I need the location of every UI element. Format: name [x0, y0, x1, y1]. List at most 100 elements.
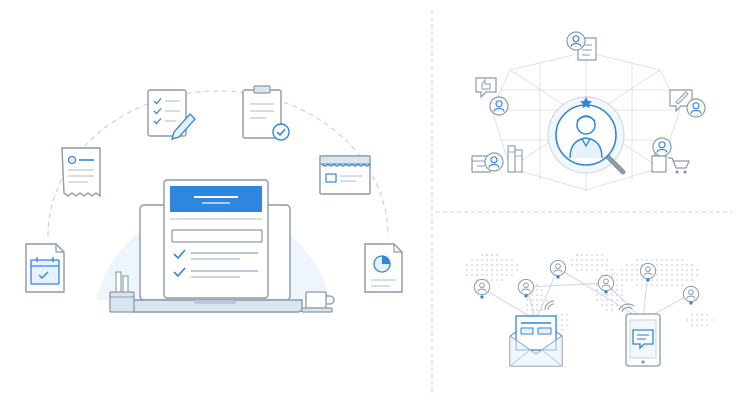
- map-dot: [490, 273, 494, 277]
- map-dot: [675, 258, 679, 262]
- map-dot: [680, 278, 684, 282]
- pie-chart-document-icon: [364, 243, 403, 293]
- map-dot: [615, 283, 619, 287]
- map-dot: [615, 278, 619, 282]
- map-dot: [620, 268, 624, 272]
- map-dot: [480, 258, 484, 262]
- map-dot: [475, 258, 479, 262]
- map-dot: [700, 318, 704, 322]
- map-dot: [675, 268, 679, 272]
- map-dot: [670, 263, 674, 267]
- map-dot: [535, 303, 539, 307]
- user-avatar-icon: [686, 98, 706, 118]
- map-dot: [625, 263, 629, 267]
- thumbs-up-icon: [475, 77, 509, 116]
- map-dot: [655, 278, 659, 282]
- map-dot: [535, 288, 539, 292]
- map-dot: [590, 258, 594, 262]
- map-dot: [605, 298, 609, 302]
- map-dot: [480, 273, 484, 277]
- map-dot: [660, 258, 664, 262]
- map-dot: [630, 268, 634, 272]
- map-dot: [695, 273, 699, 277]
- map-dot: [505, 263, 509, 267]
- map-dot: [705, 313, 709, 317]
- map-dot: [605, 263, 609, 267]
- map-dot: [605, 293, 609, 297]
- map-dot: [675, 283, 679, 287]
- map-dot: [540, 298, 544, 302]
- map-dot: [695, 318, 699, 322]
- map-dot: [480, 253, 484, 257]
- map-dot: [495, 253, 499, 257]
- map-dot: [610, 273, 614, 277]
- map-dot: [690, 263, 694, 267]
- map-dot: [585, 253, 589, 257]
- map-dot: [505, 258, 509, 262]
- map-dot: [505, 273, 509, 277]
- map-dot: [535, 283, 539, 287]
- map-dot: [670, 258, 674, 262]
- map-dot: [695, 323, 699, 327]
- map-dot: [505, 268, 509, 272]
- map-dot: [495, 263, 499, 267]
- map-dot: [630, 263, 634, 267]
- map-dot: [665, 268, 669, 272]
- map-dot: [635, 283, 639, 287]
- map-dot: [465, 268, 469, 272]
- user-node-icon: [549, 259, 567, 277]
- map-dot: [675, 263, 679, 267]
- map-dot: [475, 273, 479, 277]
- map-dot: [675, 278, 679, 282]
- envelope-letter-icon: [509, 315, 563, 367]
- map-dot: [600, 303, 604, 307]
- map-dot: [535, 293, 539, 297]
- map-dot: [575, 268, 579, 272]
- map-dot: [665, 278, 669, 282]
- map-dot: [465, 263, 469, 267]
- map-dot: [525, 303, 529, 307]
- map-dot: [660, 273, 664, 277]
- map-dot: [595, 263, 599, 267]
- map-dot: [490, 278, 494, 282]
- map-dot: [575, 258, 579, 262]
- map-dot: [485, 258, 489, 262]
- map-dot: [495, 278, 499, 282]
- shopping-cart-icon: [668, 157, 690, 174]
- map-dot: [625, 278, 629, 282]
- calendar-document-icon: [25, 243, 65, 293]
- map-dot: [495, 273, 499, 277]
- global-messaging-illustration: [465, 253, 714, 367]
- map-dot: [630, 278, 634, 282]
- user-avatar-icon: [652, 137, 672, 157]
- map-dot: [595, 253, 599, 257]
- map-dot: [660, 278, 664, 282]
- map-dot: [640, 283, 644, 287]
- map-dot: [630, 273, 634, 277]
- map-dot: [540, 308, 544, 312]
- map-dot: [470, 268, 474, 272]
- map-dot: [695, 313, 699, 317]
- map-dot: [620, 278, 624, 282]
- map-dot: [655, 268, 659, 272]
- map-dot: [650, 258, 654, 262]
- map-dot: [635, 263, 639, 267]
- map-dot: [500, 278, 504, 282]
- map-dot: [600, 263, 604, 267]
- map-dot: [560, 323, 564, 327]
- map-dot: [665, 283, 669, 287]
- map-dot: [675, 273, 679, 277]
- map-dot: [525, 298, 529, 302]
- receipt-document-icon: [61, 147, 101, 198]
- map-dot: [510, 258, 514, 262]
- map-dot: [700, 313, 704, 317]
- map-dot: [480, 268, 484, 272]
- map-dot: [590, 263, 594, 267]
- map-dot: [650, 278, 654, 282]
- map-dot: [680, 258, 684, 262]
- map-dot: [540, 288, 544, 292]
- user-node-icon: [682, 285, 700, 303]
- map-dot: [610, 293, 614, 297]
- pencil-cup-icon: [109, 271, 135, 313]
